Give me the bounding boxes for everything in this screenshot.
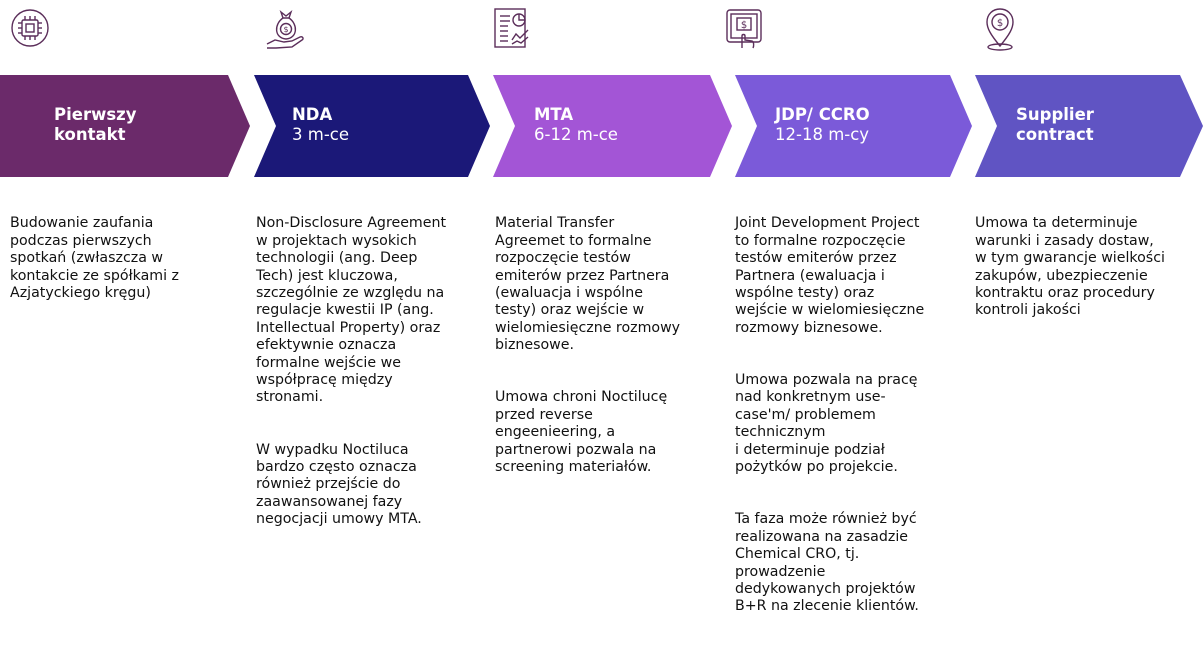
- svg-text:$: $: [997, 18, 1003, 29]
- stage-duration: 12-18 m-cy: [775, 125, 870, 144]
- svg-text:$: $: [741, 20, 747, 31]
- description-paragraph: Non-Disclosure Agreement w projektach wy…: [256, 215, 447, 406]
- description-paragraph: Material Transfer Agreemet to formalne r…: [495, 215, 681, 354]
- stage-duration: 3 m-ce: [292, 125, 349, 144]
- stage-1-arrow: [0, 75, 250, 177]
- description-paragraph: W wypadku Noctiluca bardzo często oznacz…: [256, 441, 422, 528]
- location-dollar-icon: $: [978, 6, 1022, 52]
- stage-3-arrow: [493, 75, 732, 177]
- process-arrows: Pierwszy kontakt NDA 3 m-ce MTA 6-12 m-c…: [0, 75, 1203, 177]
- description-paragraph: Joint Development Project to formalne ro…: [735, 215, 925, 336]
- chip-icon: [8, 6, 52, 52]
- description-paragraph: Umowa chroni Noctilucę przed reverse eng…: [495, 389, 668, 476]
- stage-title: Supplier contract: [1016, 105, 1094, 144]
- stage-title: MTA: [534, 105, 574, 124]
- report-chart-icon: [490, 6, 534, 52]
- stage-title: Pierwszy kontakt: [54, 105, 137, 144]
- stage-4-arrow: [735, 75, 972, 177]
- stage-2-arrow: [254, 75, 490, 177]
- stage-4-description: Joint Development Project to formalne ro…: [735, 198, 924, 651]
- description-paragraph: Umowa ta determinuje warunki i zasady do…: [975, 215, 1165, 319]
- description-paragraph: Umowa pozwala na pracę nad konkretnym us…: [735, 372, 918, 476]
- stage-3-label: MTA 6-12 m-ce: [534, 105, 618, 145]
- stage-5-arrow: [975, 75, 1203, 177]
- stage-5-description: Umowa ta determinuje warunki i zasady do…: [975, 198, 1165, 355]
- description-paragraph: Budowanie zaufania podczas pierwszych sp…: [10, 215, 180, 302]
- stage-5-label: Supplier contract: [1016, 105, 1094, 145]
- stage-1-description: Budowanie zaufania podczas pierwszych sp…: [10, 198, 179, 337]
- tablet-payment-icon: $: [722, 6, 766, 52]
- stage-2-label: NDA 3 m-ce: [292, 105, 349, 145]
- stage-title: NDA: [292, 105, 333, 124]
- stage-3-description: Material Transfer Agreemet to formalne r…: [495, 198, 680, 511]
- description-paragraph: Ta faza może również być realizowana na …: [735, 511, 919, 615]
- svg-text:$: $: [283, 25, 288, 34]
- stage-2-description: Non-Disclosure Agreement w projektach wy…: [256, 198, 446, 564]
- stage-duration: 6-12 m-ce: [534, 125, 618, 144]
- money-bag-hand-icon: $: [264, 6, 308, 52]
- stage-title: JDP/ CCRO: [775, 105, 870, 124]
- stage-1-label: Pierwszy kontakt: [54, 105, 137, 145]
- stage-4-label: JDP/ CCRO 12-18 m-cy: [775, 105, 870, 145]
